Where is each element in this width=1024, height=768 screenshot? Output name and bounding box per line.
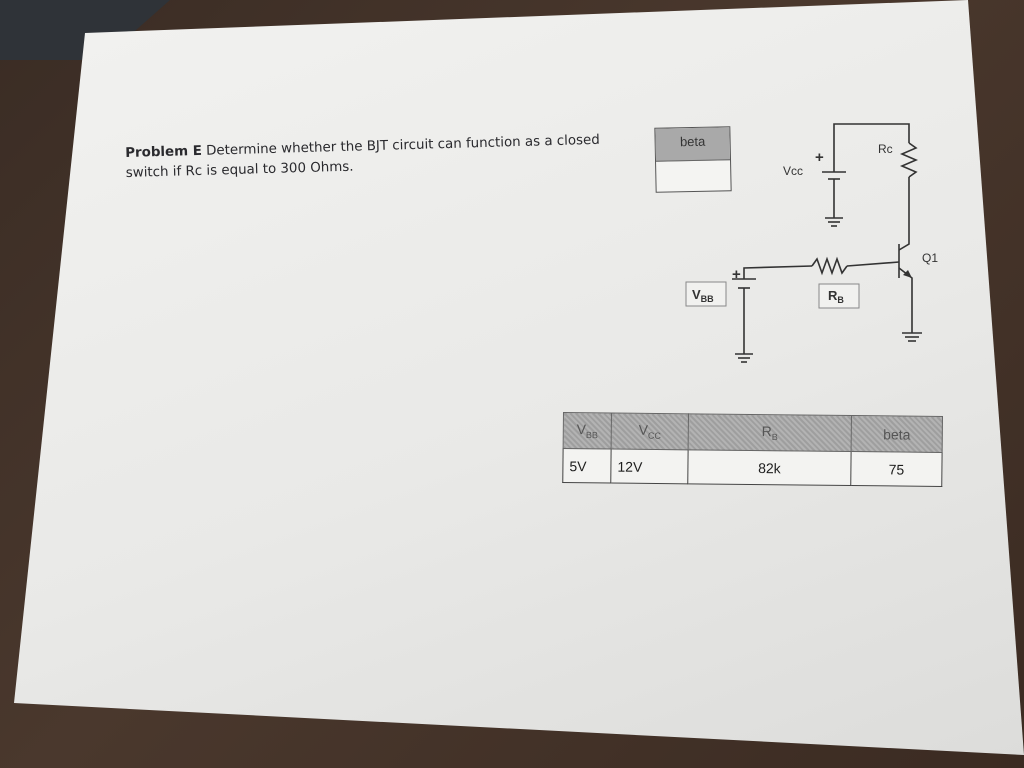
rb-label: RB [828,288,844,305]
value-vcc: 12V [610,449,689,484]
wire-collector [898,177,910,251]
vbb-label-main: V [692,287,701,302]
rb-resistor [811,256,848,276]
header-vbb: VBB [563,412,612,450]
vbb-plus-sign: + [732,266,741,283]
rb-label-frame [818,283,860,309]
vbb-label-sub: BB [701,294,714,304]
rb-label-sub: B [837,295,844,305]
rc-resistor [899,142,919,178]
wire-base [743,265,813,279]
q1-emitter-arrow [903,270,912,278]
q1-emitter [898,267,913,333]
value-vbb: 5V [562,448,612,484]
value-rb: 82k [687,449,852,486]
q1-label: Q1 [922,251,938,265]
wire-rc-top [833,123,910,164]
header-vcc: VCC [611,413,689,450]
table-header-row: VBB VCC RB beta [563,412,943,453]
table-row: 5V 12V 82k 75 [562,448,943,487]
wire-rb-base [846,261,900,267]
parameter-table: VBB VCC RB beta 5V 12V 82k 75 [562,412,943,487]
header-rb: RB [688,413,852,452]
vbb-label: VBB [692,287,714,304]
rb-label-main: R [828,288,838,303]
value-beta: 75 [850,451,943,487]
rc-label: Rc [878,142,893,156]
vbb-label-frame [685,281,727,307]
vcc-plus-sign: + [815,149,824,166]
header-beta: beta [851,415,943,453]
vcc-label: Vcc [783,164,803,178]
